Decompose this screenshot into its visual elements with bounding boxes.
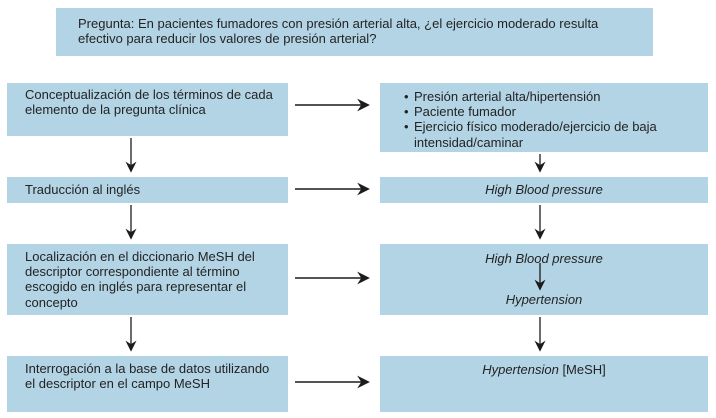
step-label: Conceptualización de los términos de cad… <box>25 87 273 118</box>
concept-text: Ejercicio físico moderado/ejercicio de b… <box>414 119 657 150</box>
bullet-icon: • <box>404 104 409 120</box>
lookup-from-term: High Blood pressure <box>485 251 603 266</box>
step-interrogacion: Interrogación a la base de datos utiliza… <box>7 356 288 412</box>
result-query-box: Hypertension [MeSH] <box>380 356 708 412</box>
question-text: Pregunta: En pacientes fumadores con pre… <box>78 16 599 47</box>
bullet-icon: • <box>404 89 409 104</box>
concept-item: • Paciente fumador <box>404 104 702 119</box>
concept-item: • Presión arterial alta/hipertensión <box>404 89 702 104</box>
concept-item: • Ejercicio físico moderado/ejercicio de… <box>404 119 702 149</box>
result-mesh-lookup-box: High Blood pressure Hypertension <box>380 244 708 315</box>
step-label: Traducción al inglés <box>25 182 141 197</box>
question-box: Pregunta: En pacientes fumadores con pre… <box>56 8 653 56</box>
result-translation-box: High Blood pressure <box>380 177 708 203</box>
step-label: Interrogación a la base de datos utiliza… <box>25 361 270 392</box>
step-traduccion: Traducción al inglés <box>7 177 288 203</box>
step-label: Localización en el diccionario MeSH del … <box>25 249 255 310</box>
lookup-to-term: Hypertension <box>505 291 583 307</box>
step-conceptualizacion: Conceptualización de los términos de cad… <box>7 83 288 136</box>
query-term: Hypertension <box>482 362 559 377</box>
step-localizacion-mesh: Localización en el diccionario MeSH del … <box>7 244 288 315</box>
concept-text: Paciente fumador <box>414 104 516 120</box>
bullet-icon: • <box>404 119 409 135</box>
query-field: [MeSH] <box>562 362 606 377</box>
result-concepts-box: • Presión arterial alta/hipertensión • P… <box>380 83 708 152</box>
concept-text: Presión arterial alta/hipertensión <box>414 89 601 104</box>
translation-term: High Blood pressure <box>485 182 603 197</box>
